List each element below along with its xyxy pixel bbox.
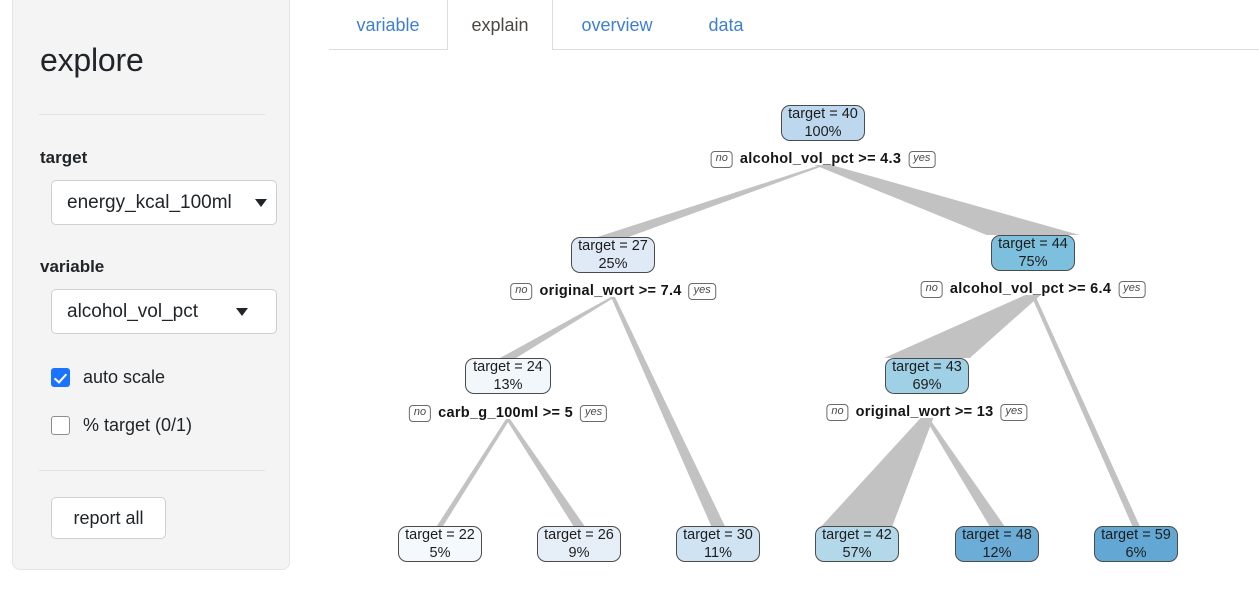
explore-sidebar: explore target energy_kcal_100ml variabl… [12, 0, 290, 570]
tree-edge [611, 297, 725, 526]
tree-node: target = 30 11% [676, 526, 760, 562]
node-target-value: target = 22 [405, 526, 475, 543]
tab-variable[interactable]: variable [356, 14, 420, 35]
tree-edge [436, 419, 510, 526]
tree-edges-layer [436, 165, 1140, 526]
branch-yes-badge: yes [1000, 404, 1028, 421]
split-condition-text: original_wort >= 7.4 [539, 283, 682, 300]
node-split-rule: no original_wort >= 13 yes [826, 404, 1028, 421]
node-target-value: target = 26 [544, 526, 614, 543]
node-percent: 11% [704, 545, 732, 561]
node-target-value: target = 30 [683, 526, 753, 543]
split-condition-text: original_wort >= 13 [855, 404, 994, 421]
checkbox-checked-icon[interactable] [51, 367, 70, 387]
tree-node: target = 43 69% [885, 358, 969, 394]
report-all-button[interactable]: report all [51, 497, 166, 539]
node-target-value: target = 40 [788, 105, 858, 122]
node-percent: 25% [598, 256, 628, 272]
tree-edge [925, 418, 1005, 526]
node-target-value: target = 42 [822, 526, 892, 543]
tree-node: target = 59 6% [1094, 526, 1178, 562]
tree-edge [1031, 295, 1140, 526]
target-select-value: energy_kcal_100ml [67, 191, 232, 213]
tab-bar-underline [329, 49, 1259, 50]
split-condition-text: alcohol_vol_pct >= 4.3 [739, 151, 902, 168]
auto-scale-label: auto scale [83, 366, 166, 387]
branch-yes-badge: yes [688, 283, 716, 300]
tree-edge [506, 419, 585, 526]
branch-yes-badge: yes [908, 151, 936, 168]
tree-edge [814, 165, 1080, 235]
branch-no-badge: no [920, 281, 943, 298]
node-target-value: target = 48 [962, 526, 1032, 543]
target-select[interactable]: energy_kcal_100ml [51, 180, 277, 225]
node-split-rule: no alcohol_vol_pct >= 4.3 yes [710, 151, 936, 168]
node-percent: 69% [912, 377, 942, 393]
node-target-value: target = 59 [1101, 526, 1171, 543]
node-target-value: target = 44 [998, 235, 1068, 252]
variable-select[interactable]: alcohol_vol_pct [51, 289, 277, 334]
node-split-rule: no original_wort >= 7.4 yes [510, 283, 716, 300]
sidebar-divider-bottom [39, 470, 265, 471]
node-percent: 6% [1125, 545, 1147, 561]
tree-edge [884, 295, 1041, 358]
tab-explain[interactable]: explain [447, 0, 553, 51]
tab-overview[interactable]: overview [581, 14, 653, 35]
auto-scale-checkbox-row[interactable]: auto scale [51, 366, 165, 388]
tree-node: target = 44 75% [991, 235, 1075, 271]
variable-select-value: alcohol_vol_pct [67, 300, 198, 322]
branch-no-badge: no [408, 405, 432, 422]
branch-no-badge: no [510, 283, 533, 300]
tree-edge [597, 165, 826, 237]
target-label: target [40, 148, 88, 167]
tree-node: target = 24 13% [465, 358, 551, 394]
branch-no-badge: no [826, 404, 849, 421]
tab-bar: variable explain overview data [329, 0, 1259, 51]
node-percent: 100% [804, 124, 842, 140]
node-target-value: target = 24 [473, 358, 543, 375]
node-percent: 13% [493, 377, 523, 393]
node-target-value: target = 43 [892, 358, 962, 375]
pct-target-label: % target (0/1) [83, 414, 193, 435]
tab-data[interactable]: data [708, 14, 744, 35]
sidebar-divider-top [39, 114, 265, 115]
page-title: explore [40, 42, 144, 78]
node-percent: 75% [1018, 254, 1048, 270]
tree-node: target = 42 57% [815, 526, 899, 562]
node-split-rule: no alcohol_vol_pct >= 6.4 yes [920, 281, 1146, 298]
tree-node: target = 40 100% [781, 105, 865, 141]
tree-node: target = 22 5% [398, 526, 482, 562]
tree-edge [821, 418, 934, 526]
node-percent: 57% [842, 545, 872, 561]
node-percent: 9% [568, 545, 590, 561]
pct-target-checkbox-row[interactable]: % target (0/1) [51, 414, 192, 436]
node-target-value: target = 27 [578, 237, 648, 254]
node-split-rule: no carb_g_100ml >= 5 yes [408, 405, 608, 422]
split-condition-text: alcohol_vol_pct >= 6.4 [949, 281, 1112, 298]
decision-tree-plot: target = 40 100% no alcohol_vol_pct >= 4.3 y… [320, 55, 1259, 592]
node-percent: 5% [429, 545, 451, 561]
tree-node: target = 27 25% [571, 237, 655, 273]
branch-yes-badge: yes [1118, 281, 1146, 298]
tree-edge [499, 297, 615, 358]
branch-yes-badge: yes [580, 405, 608, 422]
chevron-down-icon [236, 307, 248, 316]
branch-no-badge: no [710, 151, 733, 168]
tree-node: target = 48 12% [955, 526, 1039, 562]
checkbox-unchecked-icon[interactable] [51, 415, 70, 435]
tree-node: target = 26 9% [537, 526, 621, 562]
node-percent: 12% [982, 545, 1012, 561]
split-condition-text: carb_g_100ml >= 5 [438, 405, 574, 422]
chevron-down-icon [255, 198, 267, 207]
variable-label: variable [40, 257, 105, 276]
